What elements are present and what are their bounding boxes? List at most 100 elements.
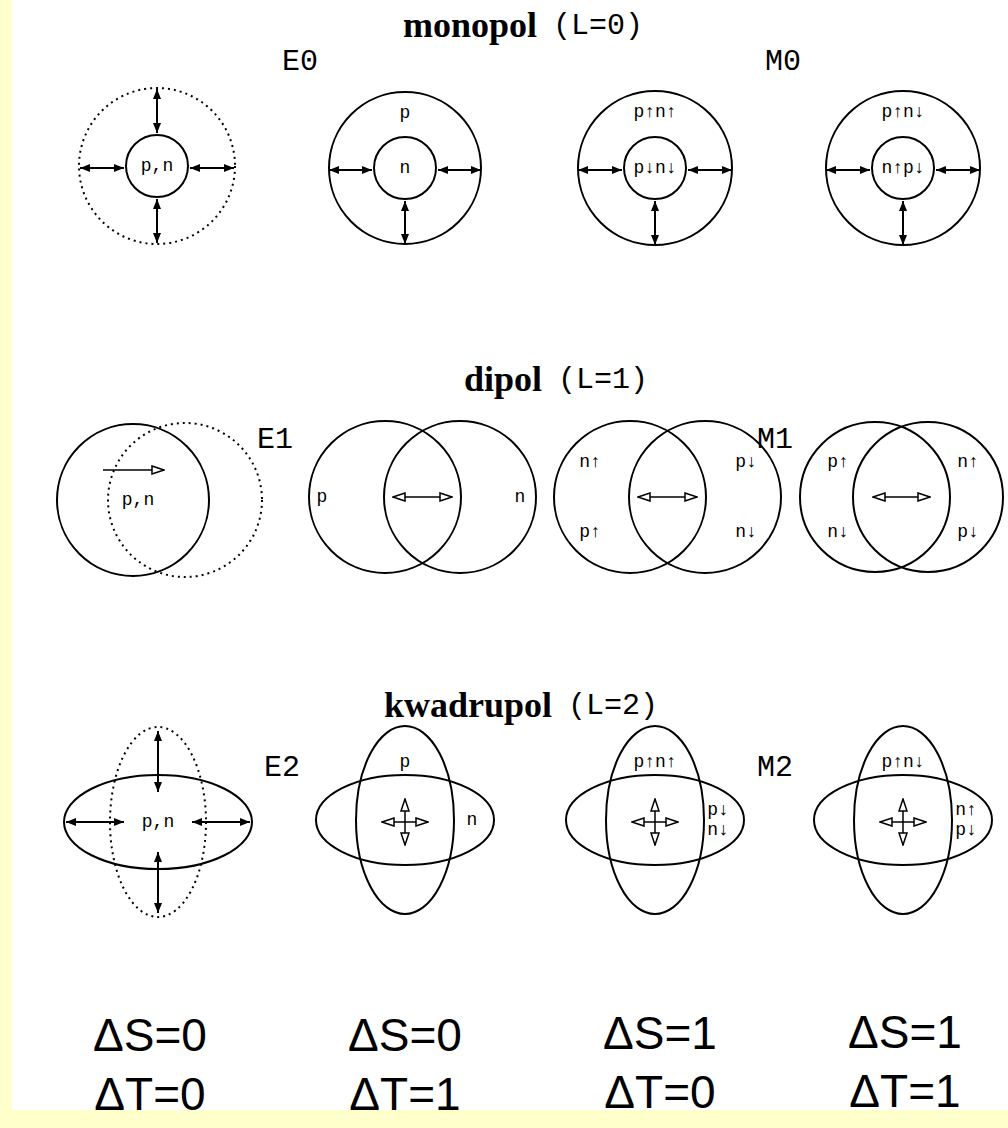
circle-node: n↑p↓ bbox=[871, 136, 935, 200]
multipole-order: (L=0) bbox=[553, 9, 643, 44]
arrow bbox=[156, 199, 158, 243]
ellipse-node: p↓ n↓ bbox=[565, 774, 745, 866]
quantum-number-change: ΔS=1 bbox=[603, 1007, 717, 1060]
particle-label: p bbox=[400, 752, 411, 772]
multipole-order: (L=1) bbox=[558, 363, 648, 398]
outline bbox=[383, 420, 537, 574]
arrow bbox=[192, 821, 250, 823]
circle-node: n↑ p↓ bbox=[852, 421, 1004, 573]
arrow bbox=[190, 167, 234, 169]
ellipse-node: n bbox=[315, 774, 495, 866]
particle-label: p↑n↑ bbox=[633, 752, 676, 772]
particle-label: n bbox=[400, 158, 411, 178]
arrow bbox=[66, 821, 124, 823]
transition-type: E2 bbox=[264, 751, 300, 786]
ellipse-node: p,n bbox=[63, 774, 253, 870]
section-heading: monopol bbox=[403, 5, 537, 46]
particle-label: p,n bbox=[142, 812, 174, 832]
arrow bbox=[936, 169, 980, 171]
particle-label: p↓ bbox=[957, 522, 979, 542]
outline-shape bbox=[374, 137, 436, 199]
transition-type: M1 bbox=[757, 423, 793, 458]
circle-node: p↓n↓ bbox=[623, 136, 687, 200]
outline-shape bbox=[872, 137, 934, 199]
transition-type: M2 bbox=[757, 751, 793, 786]
arrow bbox=[404, 201, 406, 244]
particle-label: p,n bbox=[141, 156, 173, 176]
transition-type: M0 bbox=[765, 45, 801, 80]
arrow bbox=[902, 799, 904, 845]
outline-shape bbox=[384, 421, 536, 573]
outline bbox=[852, 421, 1004, 573]
particle-label: n↓ bbox=[735, 522, 757, 542]
arrow bbox=[393, 496, 452, 498]
ellipse-node: p↑n↑ bbox=[605, 725, 705, 915]
circle-node: p,n bbox=[125, 134, 189, 198]
arrow bbox=[80, 167, 124, 169]
arrow bbox=[103, 469, 164, 471]
particle-label: p↑n↓ bbox=[881, 102, 924, 122]
arrow bbox=[157, 852, 159, 913]
white-panel bbox=[12, 0, 1008, 1110]
dotted-circle bbox=[79, 88, 235, 244]
outline-shape bbox=[854, 726, 952, 914]
quantum-number-change: ΔT=0 bbox=[94, 1068, 205, 1121]
arrow bbox=[157, 731, 159, 792]
particle-label: p,n bbox=[122, 490, 154, 510]
ellipse-node: p bbox=[355, 725, 455, 915]
arrow bbox=[654, 201, 656, 245]
circle-node: p,n bbox=[56, 423, 210, 577]
ellipse-node: p↑n↓ bbox=[853, 725, 953, 915]
arrow bbox=[638, 496, 697, 498]
circle-node: pn bbox=[328, 91, 482, 245]
outline-shape bbox=[578, 91, 732, 245]
circle-node: n bbox=[373, 136, 437, 200]
particle-label: p bbox=[400, 103, 411, 123]
particle-label: n↑p↓ bbox=[881, 158, 924, 178]
particle-label: p↓n↓ bbox=[633, 158, 676, 178]
particle-label: n↑ bbox=[957, 452, 979, 472]
outline-shape bbox=[329, 92, 481, 244]
outline-shape bbox=[814, 775, 992, 865]
particle-label: p↑n↓ bbox=[881, 752, 924, 772]
particle-label: p bbox=[317, 487, 328, 507]
outline-shape bbox=[126, 135, 188, 197]
outline-shape bbox=[624, 137, 686, 199]
outline-shape bbox=[64, 775, 252, 869]
dotted-ellipse bbox=[110, 727, 206, 917]
arrow bbox=[902, 201, 904, 245]
quantum-number-change: ΔT=1 bbox=[349, 1068, 460, 1121]
quantum-number-change: ΔT=1 bbox=[849, 1065, 960, 1118]
quantum-number-change: ΔS=0 bbox=[93, 1009, 207, 1062]
particle-label: n bbox=[467, 810, 478, 830]
outline-shape bbox=[566, 775, 744, 865]
arrow bbox=[329, 169, 372, 171]
multipole-order: (L=2) bbox=[568, 689, 658, 724]
particle-label: n↑ p↓ bbox=[955, 800, 977, 840]
circle-node: p↑n↑ p↓n↓ bbox=[577, 90, 733, 246]
arrow bbox=[688, 169, 732, 171]
arrow bbox=[826, 169, 870, 171]
dotted-circle bbox=[108, 423, 262, 577]
section-heading: kwadrupol bbox=[384, 685, 552, 726]
arrow bbox=[156, 89, 158, 133]
circle-node: n bbox=[383, 420, 537, 574]
transition-type: E1 bbox=[257, 423, 293, 458]
arrow bbox=[438, 169, 481, 171]
circle-node: p↑n↓ n↑p↓ bbox=[825, 90, 981, 246]
arrow bbox=[578, 169, 622, 171]
particle-label: p↑ bbox=[579, 522, 601, 542]
transition-type: E0 bbox=[282, 45, 318, 80]
section-heading: dipol bbox=[464, 359, 542, 400]
arrow bbox=[873, 496, 930, 498]
arrow bbox=[404, 799, 406, 845]
outline-shape bbox=[826, 91, 980, 245]
particle-label: n↑ bbox=[579, 452, 601, 472]
outline-shape bbox=[853, 422, 1003, 572]
particle-label: p↑n↑ bbox=[633, 102, 676, 122]
particle-label: p↓ n↓ bbox=[707, 800, 729, 840]
particle-label: n↓ bbox=[827, 522, 849, 542]
outline-shape bbox=[606, 726, 704, 914]
particle-label: p↓ bbox=[735, 452, 757, 472]
